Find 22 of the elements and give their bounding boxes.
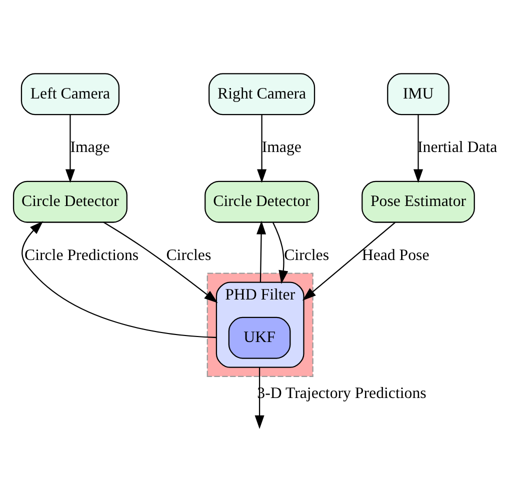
arrow xyxy=(254,367,264,430)
edge-label: Circles xyxy=(284,246,329,264)
node-box: Pose Estimator xyxy=(361,180,474,223)
node-box: Left Camera xyxy=(20,73,120,116)
edge-label: Image xyxy=(261,139,301,156)
node-box: IMU xyxy=(386,73,449,116)
node-box: Right Camera xyxy=(208,73,315,116)
arrow xyxy=(272,222,288,284)
node-box: Circle Detector xyxy=(12,180,127,223)
arrow xyxy=(256,114,266,183)
edge-label: Head Pose xyxy=(361,246,429,264)
arrow xyxy=(21,221,216,338)
arrow xyxy=(256,220,266,282)
edge-label: Circles xyxy=(166,246,211,264)
node-box: UKF xyxy=(228,316,290,359)
node-box: Circle Detector xyxy=(204,180,319,223)
edge-label: Circle Predictions xyxy=(24,246,138,264)
cluster xyxy=(206,272,313,377)
arrow xyxy=(102,222,218,303)
arrow xyxy=(412,114,422,183)
arrow xyxy=(64,114,74,183)
arrow xyxy=(302,222,396,301)
